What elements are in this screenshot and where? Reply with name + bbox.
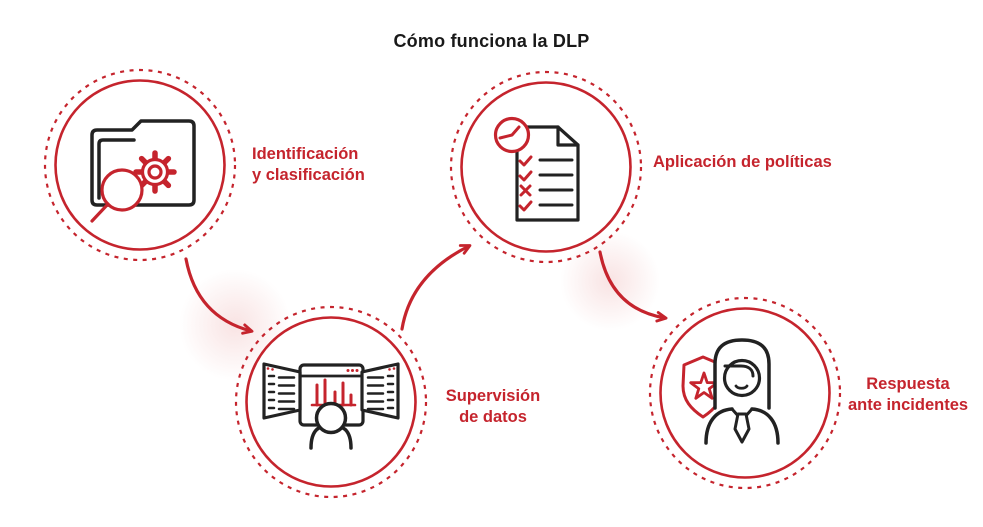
step-respuesta-label: Respuesta ante incidentes bbox=[847, 375, 969, 414]
dashed-ring bbox=[234, 305, 428, 499]
step-supervision-label: Supervisión de datos bbox=[445, 387, 541, 426]
step-identificacion-label: Identificación y clasificación bbox=[252, 145, 365, 184]
shield-person-icon bbox=[681, 338, 780, 445]
flow-arrow-step1-step2 bbox=[184, 257, 254, 335]
diagram-title: Cómo funciona la DLP bbox=[393, 31, 590, 51]
step-identificacion-node bbox=[40, 65, 240, 265]
solid-ring bbox=[54, 79, 226, 251]
flow-arrow-step3-step4 bbox=[598, 250, 668, 323]
dashed-ring bbox=[43, 68, 237, 262]
analyst-monitors-icon bbox=[262, 362, 400, 450]
step-politicas-node bbox=[446, 67, 646, 267]
step-respuesta-node bbox=[645, 293, 845, 493]
policy-checklist-clock-icon bbox=[493, 116, 580, 222]
dashed-ring bbox=[449, 70, 643, 264]
dashed-ring bbox=[648, 296, 842, 490]
flow-arrow-step2-step3 bbox=[400, 244, 472, 331]
step-supervision-node bbox=[231, 302, 431, 502]
folder-search-gear-icon bbox=[90, 119, 196, 223]
step-politicas-label: Aplicación de políticas bbox=[653, 153, 832, 171]
